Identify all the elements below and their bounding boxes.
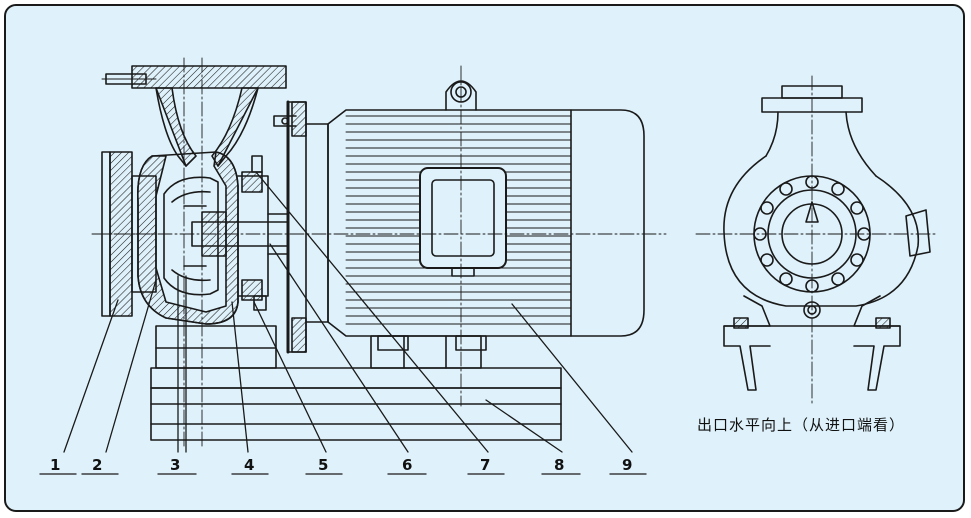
side-view: [91, 57, 667, 447]
centerlines: [91, 57, 667, 447]
part-label-8: 8: [554, 456, 564, 474]
part-label-4: 4: [244, 456, 254, 474]
part-label-2: 2: [92, 456, 102, 474]
end-view: [695, 75, 937, 407]
part-label-9: 9: [622, 456, 632, 474]
part-label-5: 5: [318, 456, 328, 474]
baseplate: [150, 325, 562, 441]
pump-drawing: 1 2 3 4 5 6 7 8 9 出口水平向上（从进口端看）: [39, 57, 937, 475]
diagram-frame: 1 2 3 4 5 6 7 8 9 出口水平向上（从进口端看）: [4, 4, 965, 512]
part-label-6: 6: [402, 456, 412, 474]
part-label-7: 7: [480, 456, 490, 474]
pump-casing: [101, 65, 289, 325]
part-labels: 1 2 3 4 5 6 7 8 9: [50, 456, 632, 474]
end-view-caption: 出口水平向上（从进口端看）: [697, 416, 905, 434]
bolt-ring: [753, 175, 871, 293]
motor: [327, 80, 645, 351]
part-label-3: 3: [170, 456, 180, 474]
leader-lines: [63, 171, 633, 453]
part-label-1: 1: [50, 456, 60, 474]
